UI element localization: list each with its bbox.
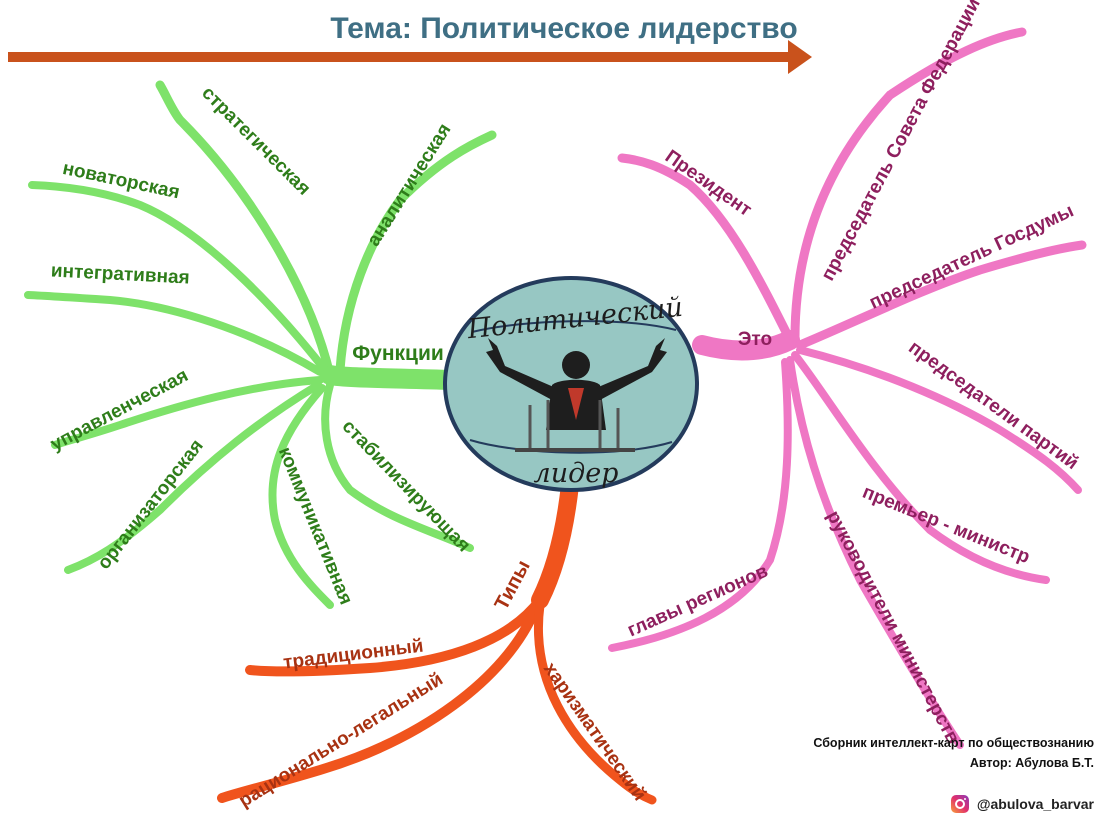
eto-item-regional-heads: главы регионов: [624, 561, 771, 642]
title-arrow: [8, 40, 812, 74]
types-branches: [217, 476, 657, 805]
function-item-integrative: интегративная: [50, 260, 190, 288]
type-item-rational-legal: рационально-легальный: [235, 669, 447, 812]
eto-branches: [608, 27, 1087, 749]
credits-author: Автор: Абулова Б.Т.: [969, 756, 1094, 770]
function-item-strategic: стратегическая: [197, 83, 314, 200]
eto-item-prime-minister: премьер - министр: [859, 482, 1032, 568]
function-item-analytical: аналитическая: [363, 120, 455, 250]
center-node: Политический лидер: [443, 276, 699, 492]
eto-item-duma-chair: председатель Госдумы: [866, 200, 1077, 313]
instagram-link[interactable]: @abulova_barvar: [950, 795, 1094, 813]
eto-label: Это: [738, 329, 772, 350]
functions-branches: [24, 80, 497, 609]
types-label: Типы: [491, 557, 535, 614]
microphones-icon: [515, 400, 635, 452]
credits-collection: Сборник интеллект-карт по обществознанию: [813, 736, 1094, 750]
credits: Сборник интеллект-карт по обществознанию…: [813, 733, 1094, 773]
function-item-communicative: коммуникативная: [274, 444, 356, 608]
type-item-charismatic: харизматический: [539, 659, 650, 805]
center-subtitle: лидер: [534, 458, 619, 489]
function-item-stabilizing: стабилизирующая: [338, 416, 475, 556]
leader-silhouette-icon: [486, 338, 667, 430]
instagram-icon: [950, 795, 969, 813]
functions-label: Функции: [352, 342, 444, 365]
instagram-handle: @abulova_barvar: [976, 796, 1094, 812]
page-title: Тема: Политическое лидерство: [330, 12, 797, 45]
function-item-organizational: организаторская: [94, 436, 208, 574]
eto-item-federation-council-chair: председатель Совета Федерации: [817, 0, 984, 284]
eto-item-party-leaders: председатели партий: [904, 337, 1082, 474]
